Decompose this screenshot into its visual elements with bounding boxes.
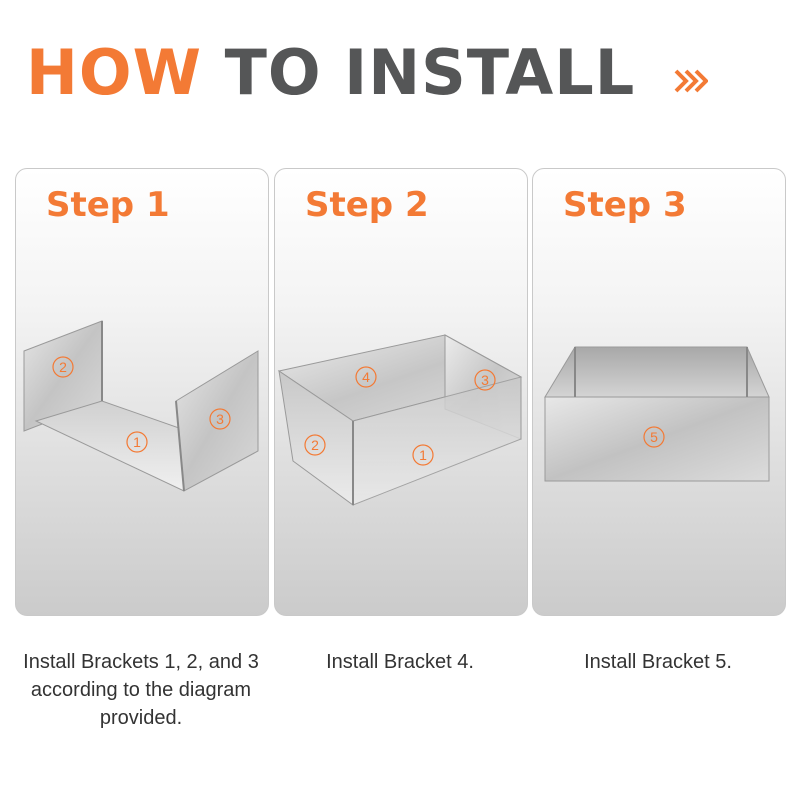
double-chevron-right-icon: [674, 38, 709, 108]
step-2-callout-1: 1: [419, 447, 427, 463]
step-3-callout-5: 5: [650, 429, 658, 445]
title-word-how: HOW: [26, 36, 202, 109]
step-1-title: Step 1: [46, 185, 170, 225]
step-2-panel: Step 2 4 3 2 1: [274, 168, 528, 616]
step-1-callout-1: 1: [133, 434, 141, 450]
step-2-callout-3: 3: [481, 372, 489, 388]
step-3-illustration: 5: [544, 346, 770, 482]
step-1-panel: Step 1 2 3 1: [15, 168, 269, 616]
page-title: HOW TO INSTALL: [26, 36, 709, 109]
step-2-callout-4: 4: [362, 369, 370, 385]
step-3-title: Step 3: [563, 185, 687, 225]
step-2-title: Step 2: [305, 185, 429, 225]
step-2-illustration: 4 3 2 1: [277, 334, 523, 506]
step-1-callout-3: 3: [216, 411, 224, 427]
step-3-panel: Step 3 5: [532, 168, 786, 616]
step-2-callout-2: 2: [311, 437, 319, 453]
step-3-caption: Install Bracket 5.: [584, 651, 732, 673]
title-word-to-install: TO INSTALL: [224, 36, 636, 109]
step-1-callout-2: 2: [59, 359, 67, 375]
step-1-illustration: 2 3 1: [23, 320, 259, 492]
step-2-caption: Install Bracket 4.: [326, 651, 474, 673]
step-1-caption: Install Brackets 1, 2, and 3 according t…: [23, 651, 259, 729]
